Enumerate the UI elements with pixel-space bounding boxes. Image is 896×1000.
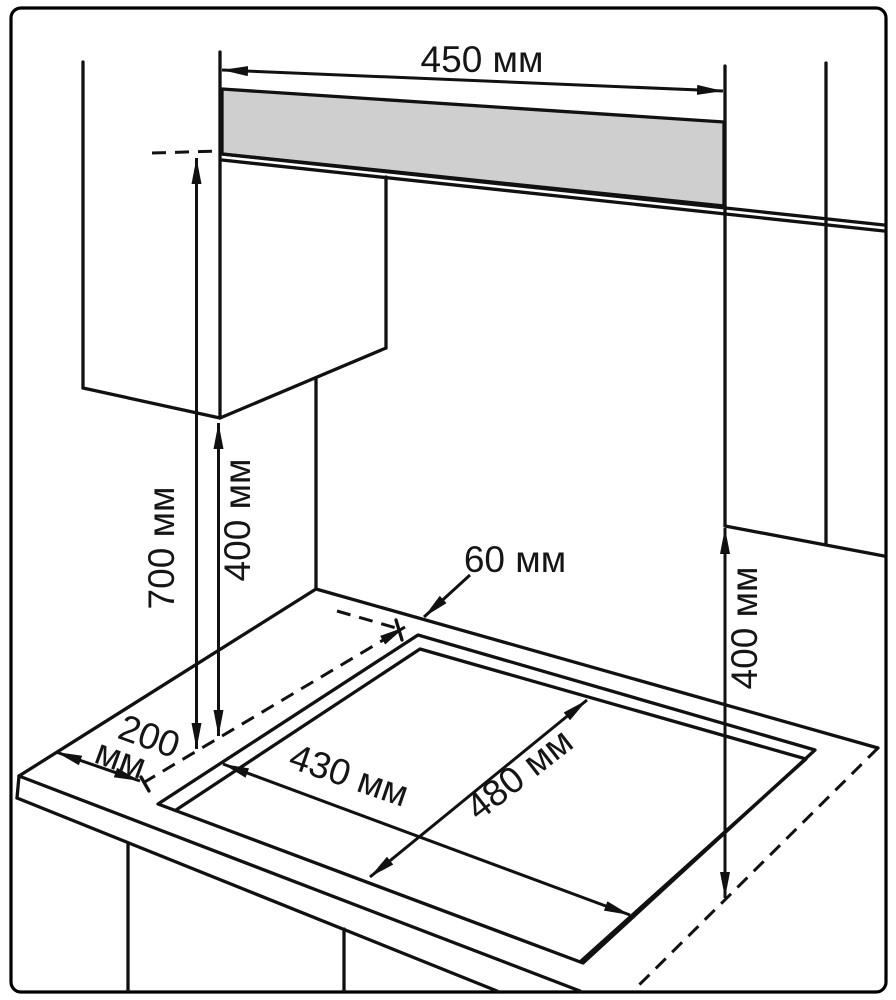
dim-label-400-left: 400 мм — [217, 459, 258, 582]
dim-label-700: 700 мм — [141, 487, 182, 610]
dimension-height-400-left: 400 мм — [213, 423, 258, 736]
dimension-height-400-right: 400 мм — [720, 64, 765, 898]
dim-label-400-right: 400 мм — [724, 567, 765, 690]
dim-label-60: 60 мм — [464, 539, 566, 580]
wall-cabinet-left — [81, 50, 388, 420]
dimension-gap-60: 60 мм — [336, 539, 566, 632]
wall-cabinet-right — [723, 61, 886, 558]
frame-border — [9, 6, 888, 994]
cutout-offset-guide — [142, 618, 406, 785]
dim-label-450: 450 мм — [421, 39, 544, 80]
dimension-side-200: 200 мм — [55, 706, 185, 793]
dimension-height-700: 700 мм — [141, 149, 220, 749]
counter-cut-line — [631, 746, 880, 993]
dimension-width-450: 450 мм — [221, 39, 724, 95]
